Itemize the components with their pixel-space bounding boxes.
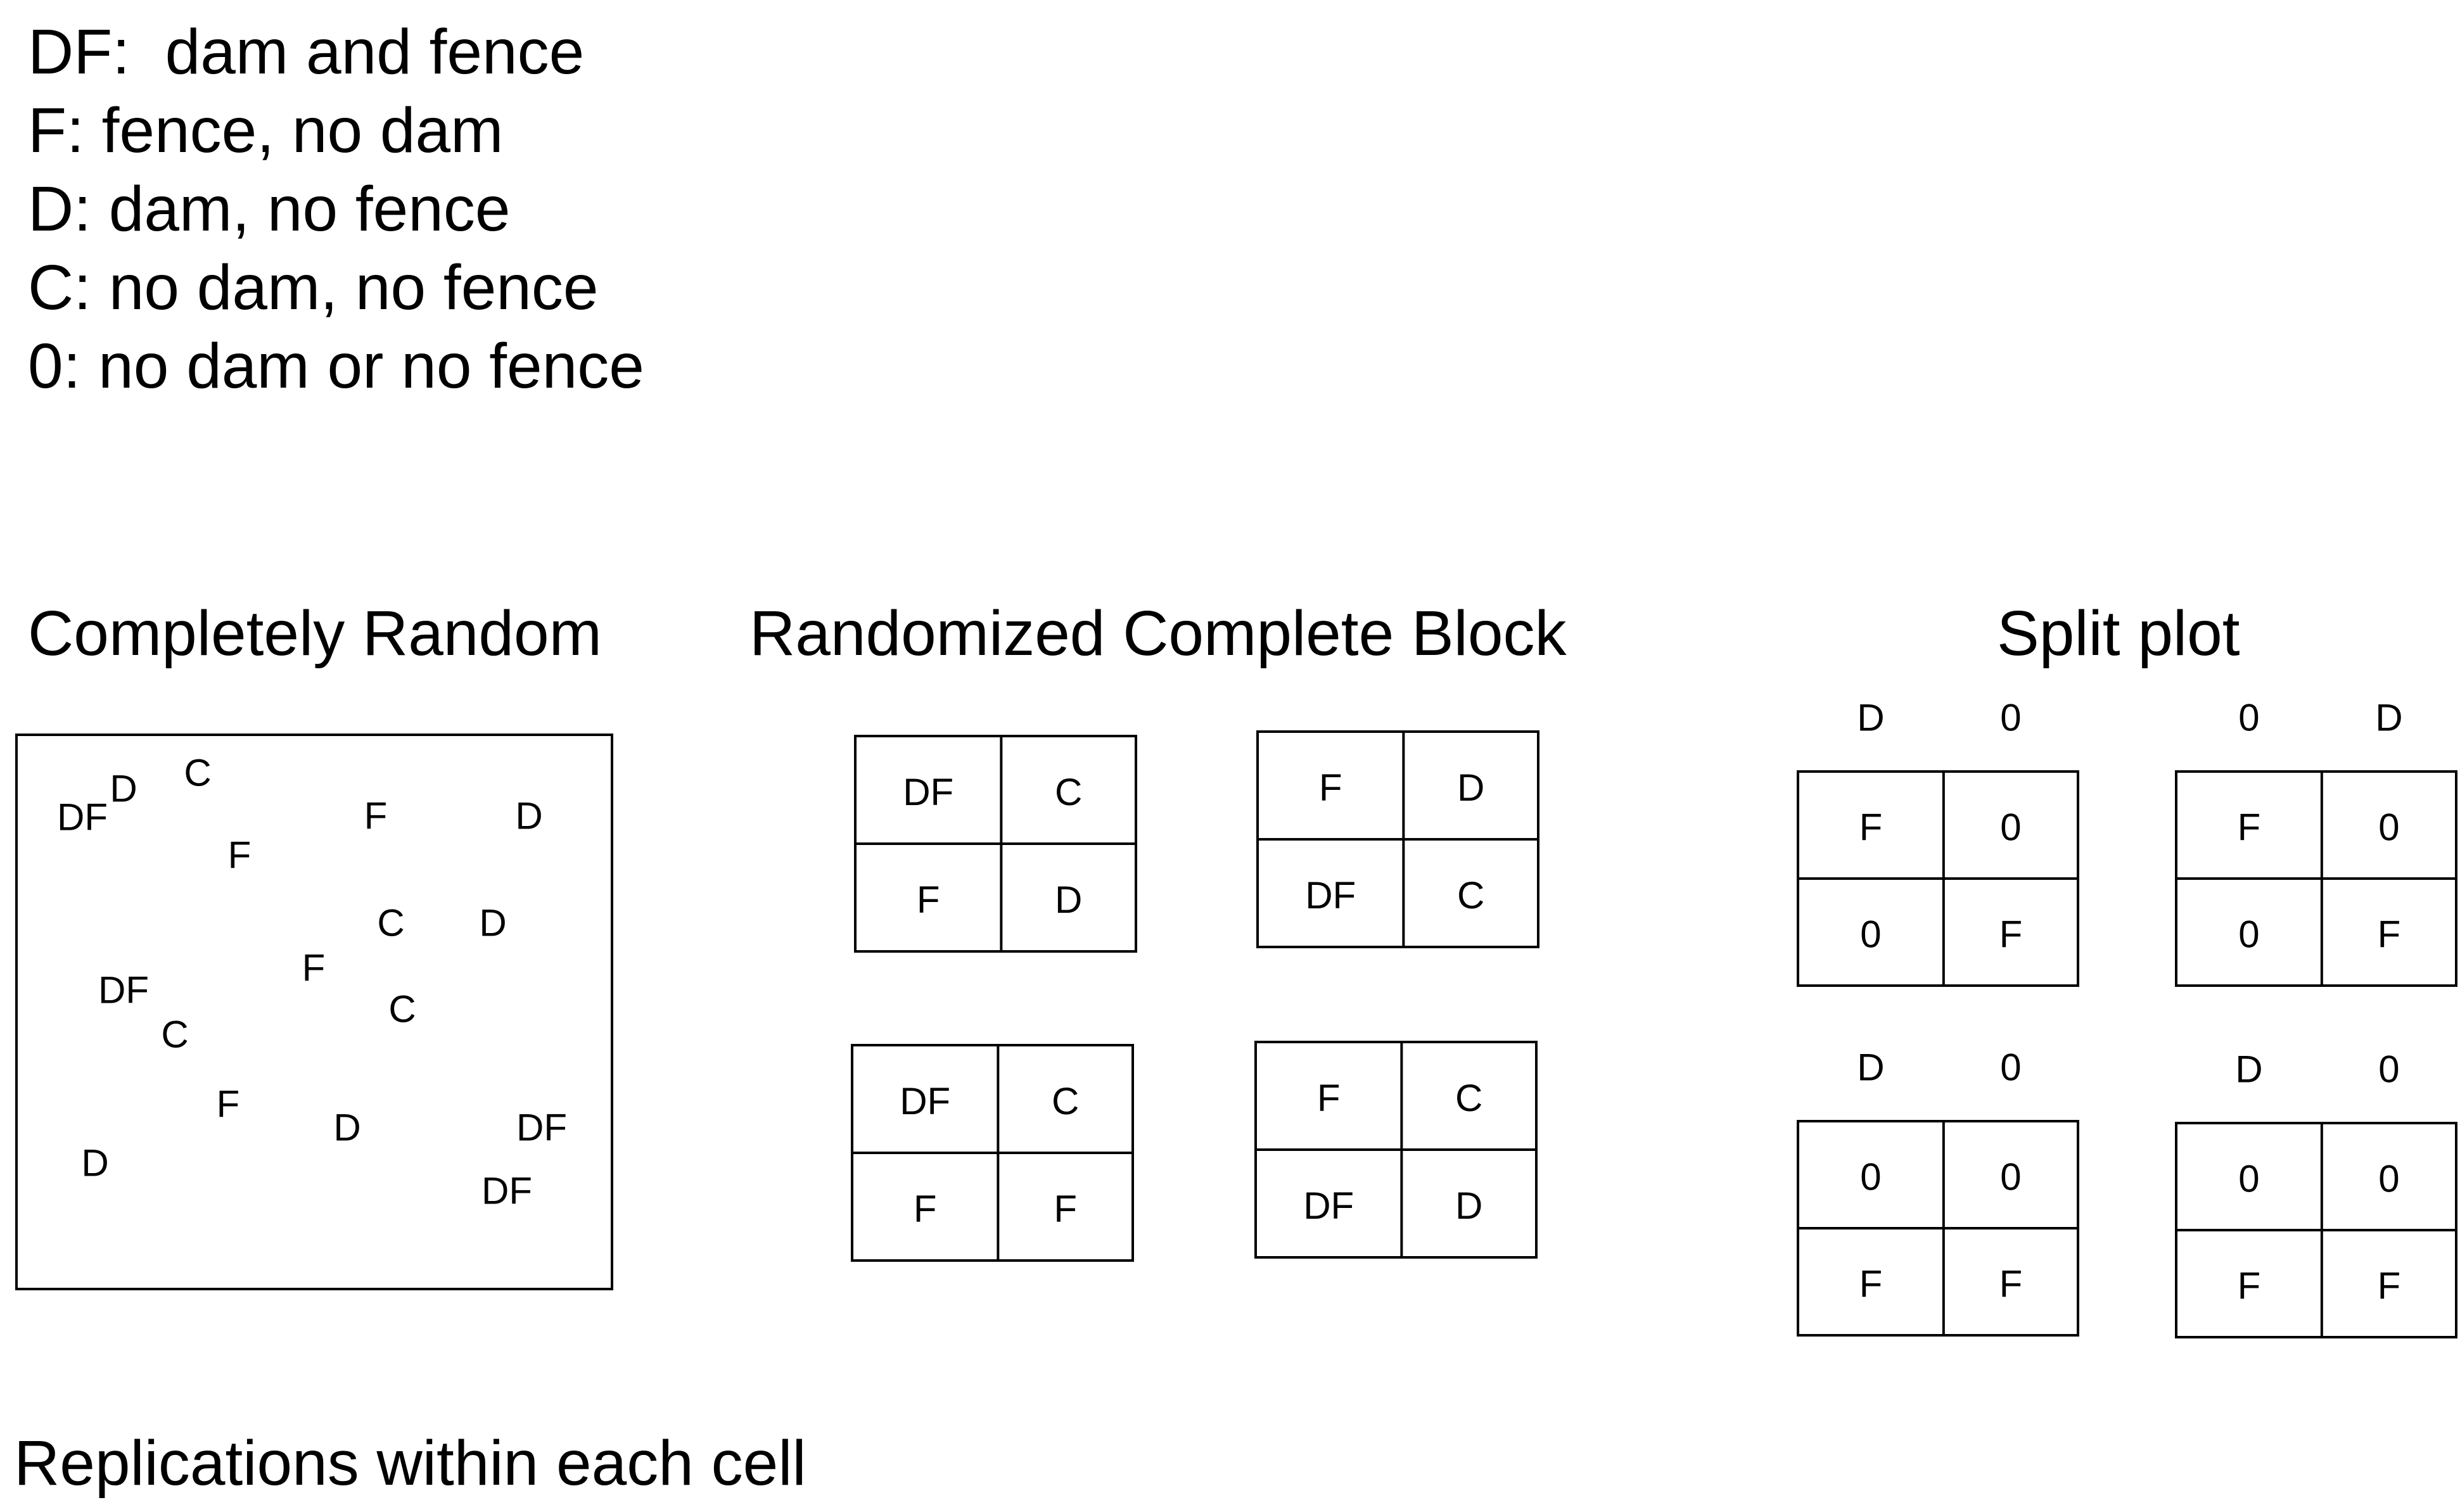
legend: DF: dam and fence F: fence, no dam D: da… <box>28 13 644 405</box>
split-plot-cell-label: F <box>1999 1262 2023 1305</box>
split-plot-cell-label: 0 <box>2378 1157 2399 1200</box>
rcb-cell-label: D <box>1457 766 1484 809</box>
rcb-cell-label: DF <box>900 1080 950 1122</box>
completely-random-field <box>15 734 613 1290</box>
split-plot-cell-label: F <box>1859 1262 1883 1305</box>
footer-replications: Replications within each cell <box>14 1428 806 1499</box>
random-plot-label: DF <box>57 796 108 839</box>
split-plot-cell-label: F <box>1859 806 1883 848</box>
legend-item-c: C: no dam, no fence <box>28 252 599 323</box>
random-plot-label: C <box>184 752 211 794</box>
split-plot-cell-label: F <box>2238 806 2261 848</box>
split-plot-cell-label: 0 <box>1860 1155 1881 1198</box>
split-plot-cell-label: 0 <box>2238 1157 2259 1200</box>
legend-item-0: 0: no dam or no fence <box>28 331 644 402</box>
random-plot-label: F <box>302 947 326 989</box>
rcb-cell-label: DF <box>1305 874 1356 917</box>
split-plot-cell-label: 0 <box>2378 806 2399 848</box>
legend-item-df: DF: dam and fence <box>28 16 585 87</box>
random-plot-label: DF <box>516 1107 567 1149</box>
rcb-cell-label: C <box>1055 771 1082 813</box>
random-plot-label: DF <box>481 1170 532 1212</box>
rcb-cell-label: D <box>1055 879 1082 921</box>
split-plot-header: D <box>1857 1046 1884 1089</box>
rcb-cell-label: F <box>1317 1077 1341 1119</box>
random-plot-label: F <box>364 795 388 837</box>
rcb-cell-label: F <box>914 1188 937 1230</box>
title-randomized-complete-block: Randomized Complete Block <box>749 598 1567 669</box>
split-plot-cell-label: 0 <box>2000 1155 2021 1198</box>
random-plot-label: C <box>161 1013 188 1056</box>
title-completely-random: Completely Random <box>28 598 602 669</box>
rcb-cell-label: F <box>917 879 940 921</box>
random-plot-label: C <box>377 902 404 944</box>
split-plot-cell-label: F <box>2378 1264 2401 1307</box>
split-plot-header: D <box>1857 697 1884 739</box>
rcb-cell-label: C <box>1455 1077 1482 1119</box>
random-plot-label: D <box>479 902 506 944</box>
rcb-cell-label: C <box>1457 874 1484 917</box>
random-plot-label: C <box>388 988 416 1031</box>
split-plot-header: 0 <box>2000 1046 2021 1089</box>
random-plot-label: D <box>110 768 137 810</box>
legend-item-d: D: dam, no fence <box>28 174 511 245</box>
random-plot-label: F <box>217 1083 240 1126</box>
split-plot-header: 0 <box>2238 697 2259 739</box>
rcb-cell-label: D <box>1455 1185 1482 1227</box>
split-plot-cell-label: 0 <box>2000 806 2021 848</box>
split-plot-cell-label: F <box>2238 1264 2261 1307</box>
random-plot-label: F <box>228 834 252 877</box>
random-plot-label: D <box>515 795 542 837</box>
split-plot-header: 0 <box>2000 697 2021 739</box>
split-plot-cell-label: 0 <box>2238 913 2259 955</box>
rcb-cell-label: DF <box>1303 1185 1354 1227</box>
random-plot-label: D <box>333 1107 360 1149</box>
title-split-plot: Split plot <box>1997 598 2240 669</box>
legend-item-f: F: fence, no dam <box>28 95 504 166</box>
rcb-cell-label: C <box>1052 1080 1079 1122</box>
split-plot-header: D <box>2375 697 2402 739</box>
rcb-cell-label: DF <box>903 771 953 813</box>
split-plot-cell-label: 0 <box>1860 913 1881 955</box>
split-plot-header: D <box>2235 1048 2262 1091</box>
random-plot-label: D <box>81 1142 108 1185</box>
random-plot-label: DF <box>98 969 149 1012</box>
rcb-cell-label: F <box>1319 766 1342 809</box>
split-plot-header: 0 <box>2378 1048 2399 1091</box>
split-plot-cell-label: F <box>2378 913 2401 955</box>
rcb-cell-label: F <box>1054 1188 1077 1230</box>
split-plot-cell-label: F <box>1999 913 2023 955</box>
